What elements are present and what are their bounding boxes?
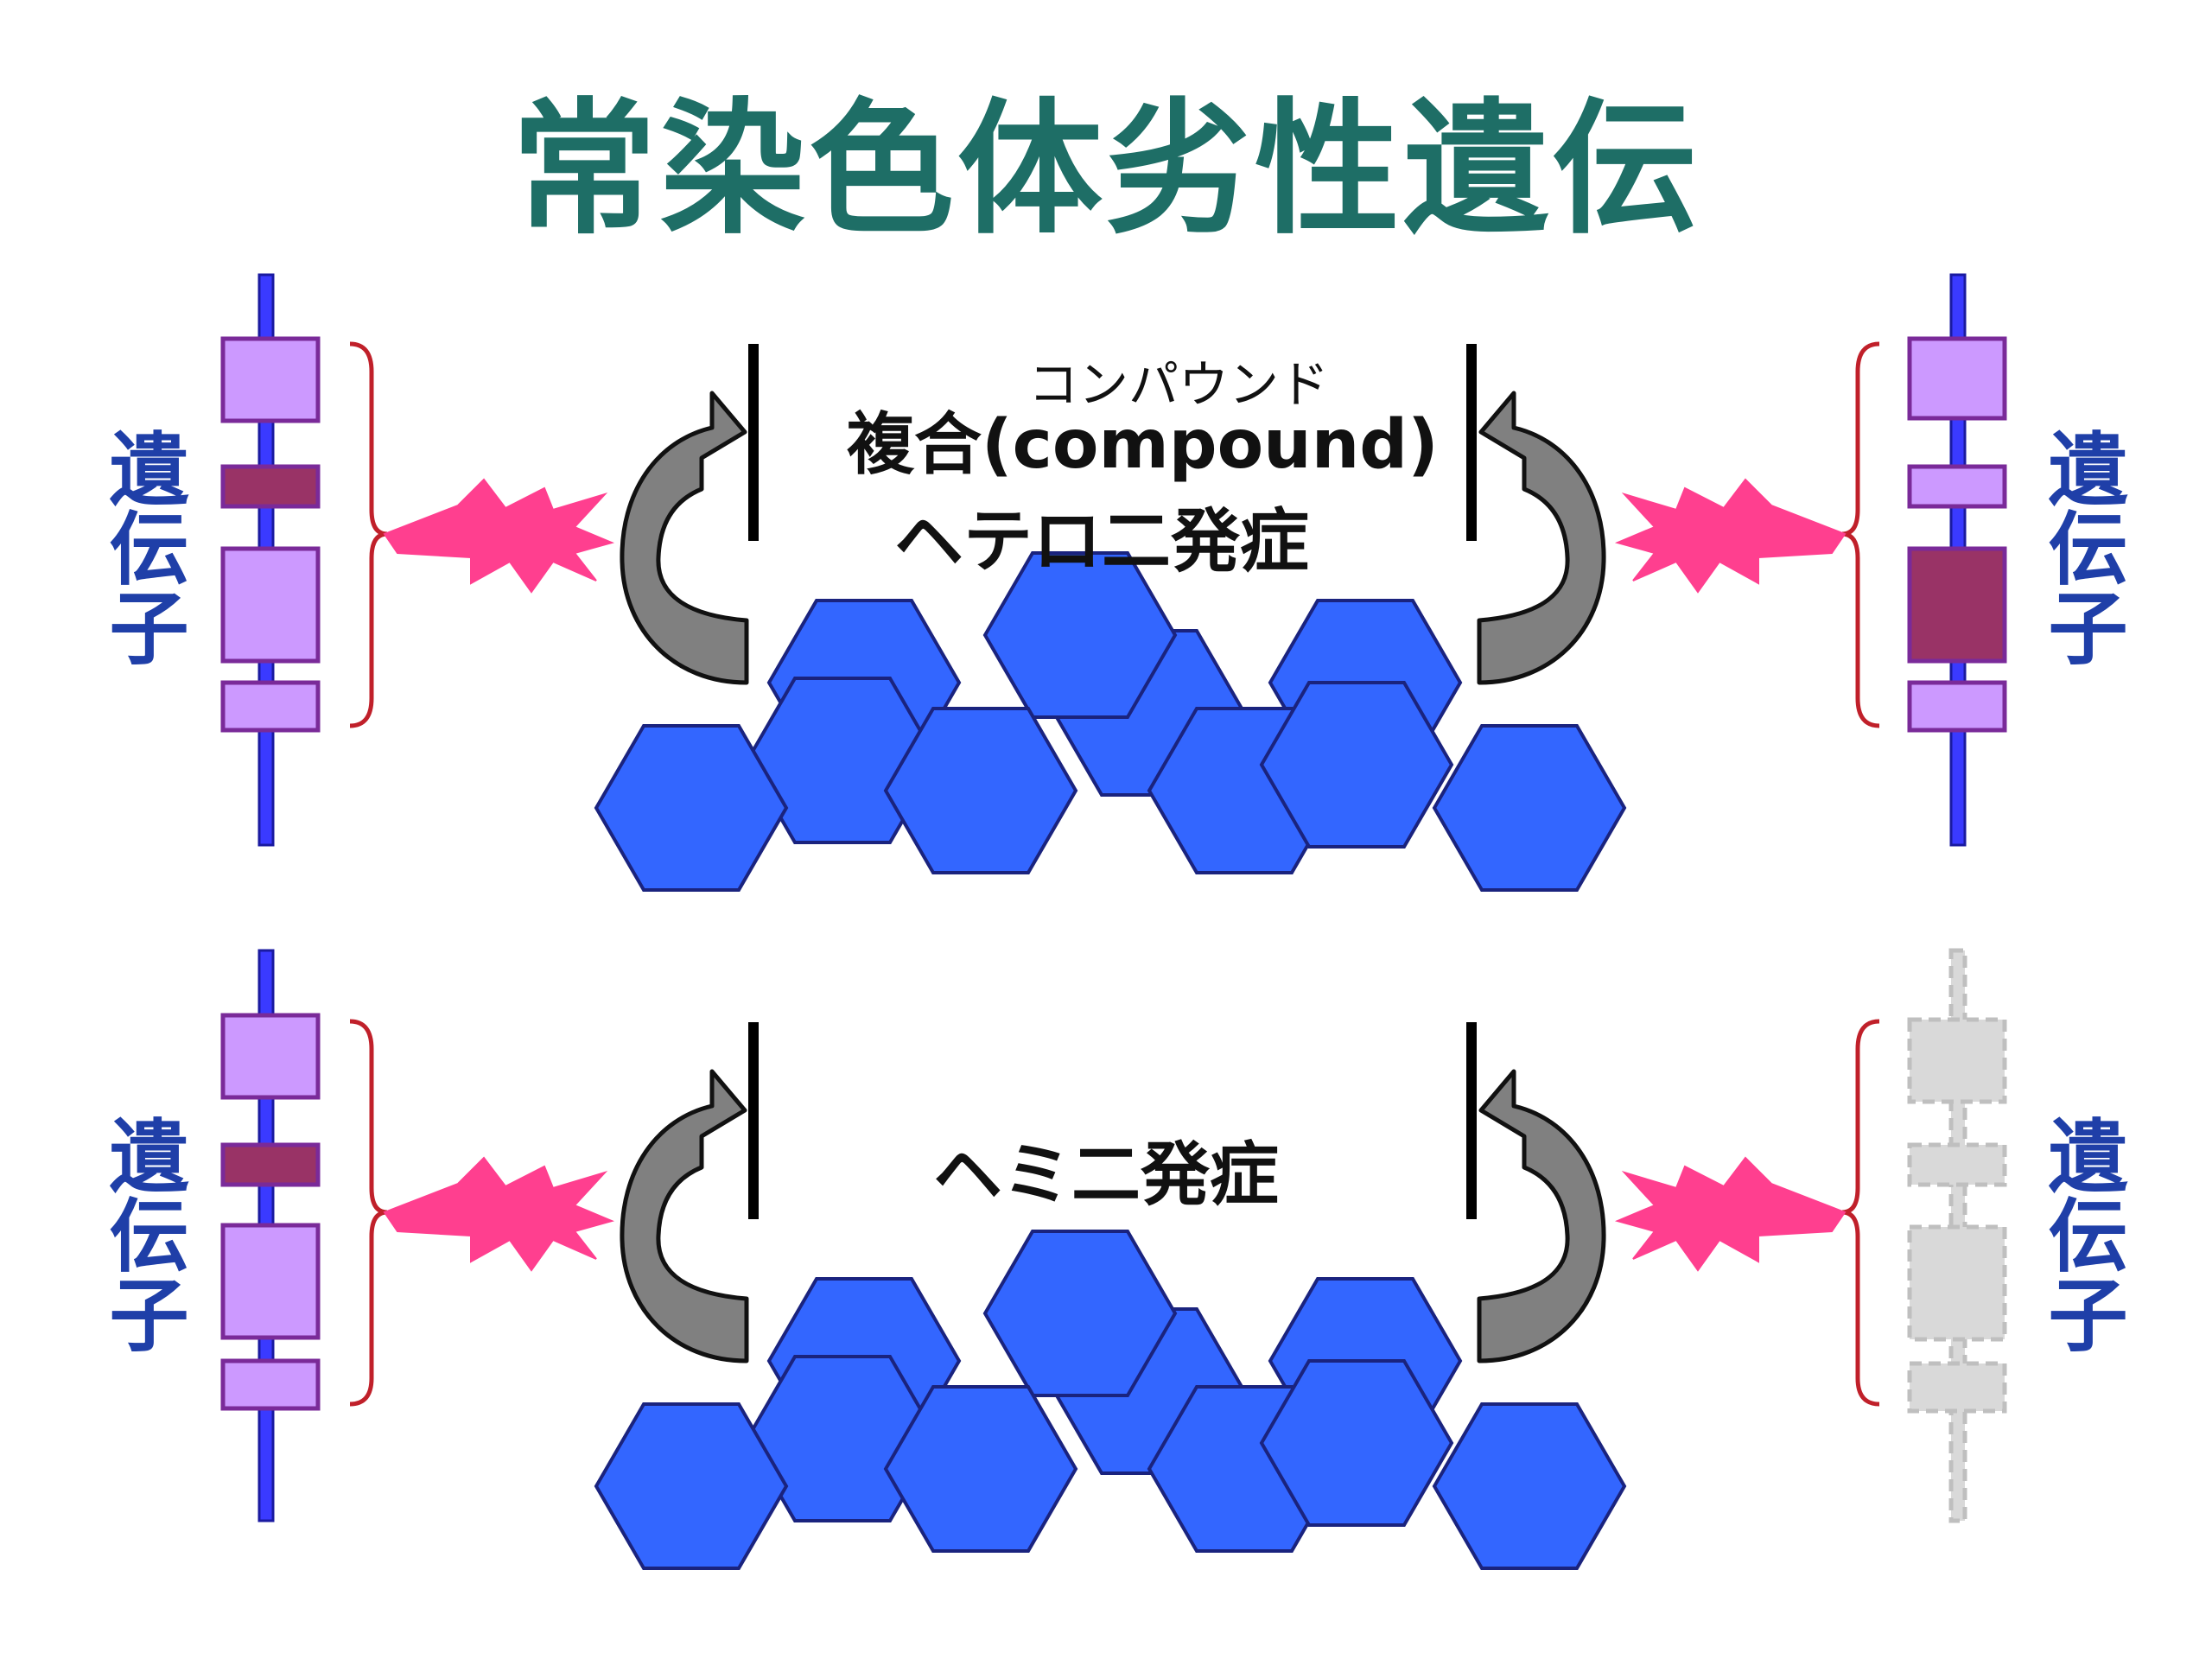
gate-bar-left [748,1022,759,1219]
chromosome-left-bottom [220,949,321,1522]
compound-label: 複合(compound) [847,391,1439,487]
brace-right-bottom [1841,1019,1880,1407]
curved-arrow-left [620,391,749,685]
burst-left-top [383,478,615,594]
gene-label-right-top: 遺伝子 [2035,428,2127,666]
burst-right-bottom [1614,1156,1847,1272]
gate-bar-right [1466,344,1477,541]
exon-normal [1907,680,2007,733]
exon-normal [220,680,321,733]
compound-paren: (compound) [982,406,1439,484]
protein-cluster-top [594,551,1626,892]
chromosome-right-bottom-deleted [1907,948,2007,1523]
exon-normal [220,336,321,423]
gene-label-left-top: 遺伝子 [96,428,188,666]
curved-arrow-right [1477,391,1606,685]
hetero-onset-label: ヘテロ二発症 [894,501,1309,582]
gene-label-left-bottom: 遺伝子 [96,1115,188,1353]
exon-mutant [220,1142,321,1187]
compound-ruby: コンパウンド [1028,355,1330,414]
gene-label-right-bottom: 遺伝子 [2035,1115,2127,1353]
exon-normal [220,1223,321,1340]
curved-arrow-left [620,1069,749,1363]
exon-normal [1907,336,2007,421]
page-title: 常染色体劣性遺伝 [512,85,1700,254]
exon-normal [1907,464,2007,509]
exon-mutant [1907,546,2007,664]
exon-mutant [220,464,321,509]
exon-normal [220,1013,321,1100]
compound-kanji: 複合 [847,406,982,484]
protein-cluster-bottom [594,1230,1626,1570]
brace-left-bottom [349,1019,388,1407]
hemi-onset-label: ヘミ二発症 [933,1135,1279,1215]
curved-arrow-right [1477,1069,1606,1363]
chromosome-left-top [220,273,321,847]
gate-bar-left [748,344,759,541]
exon-normal [220,546,321,664]
exon-normal [220,1358,321,1411]
brace-left-top [349,341,388,728]
top-panel [220,273,2007,892]
bottom-panel [220,948,2007,1570]
burst-right-top [1614,478,1847,594]
burst-left-bottom [383,1156,615,1272]
gate-bar-right [1466,1022,1477,1219]
chromosome-right-top [1907,273,2007,847]
brace-right-top [1841,341,1880,728]
